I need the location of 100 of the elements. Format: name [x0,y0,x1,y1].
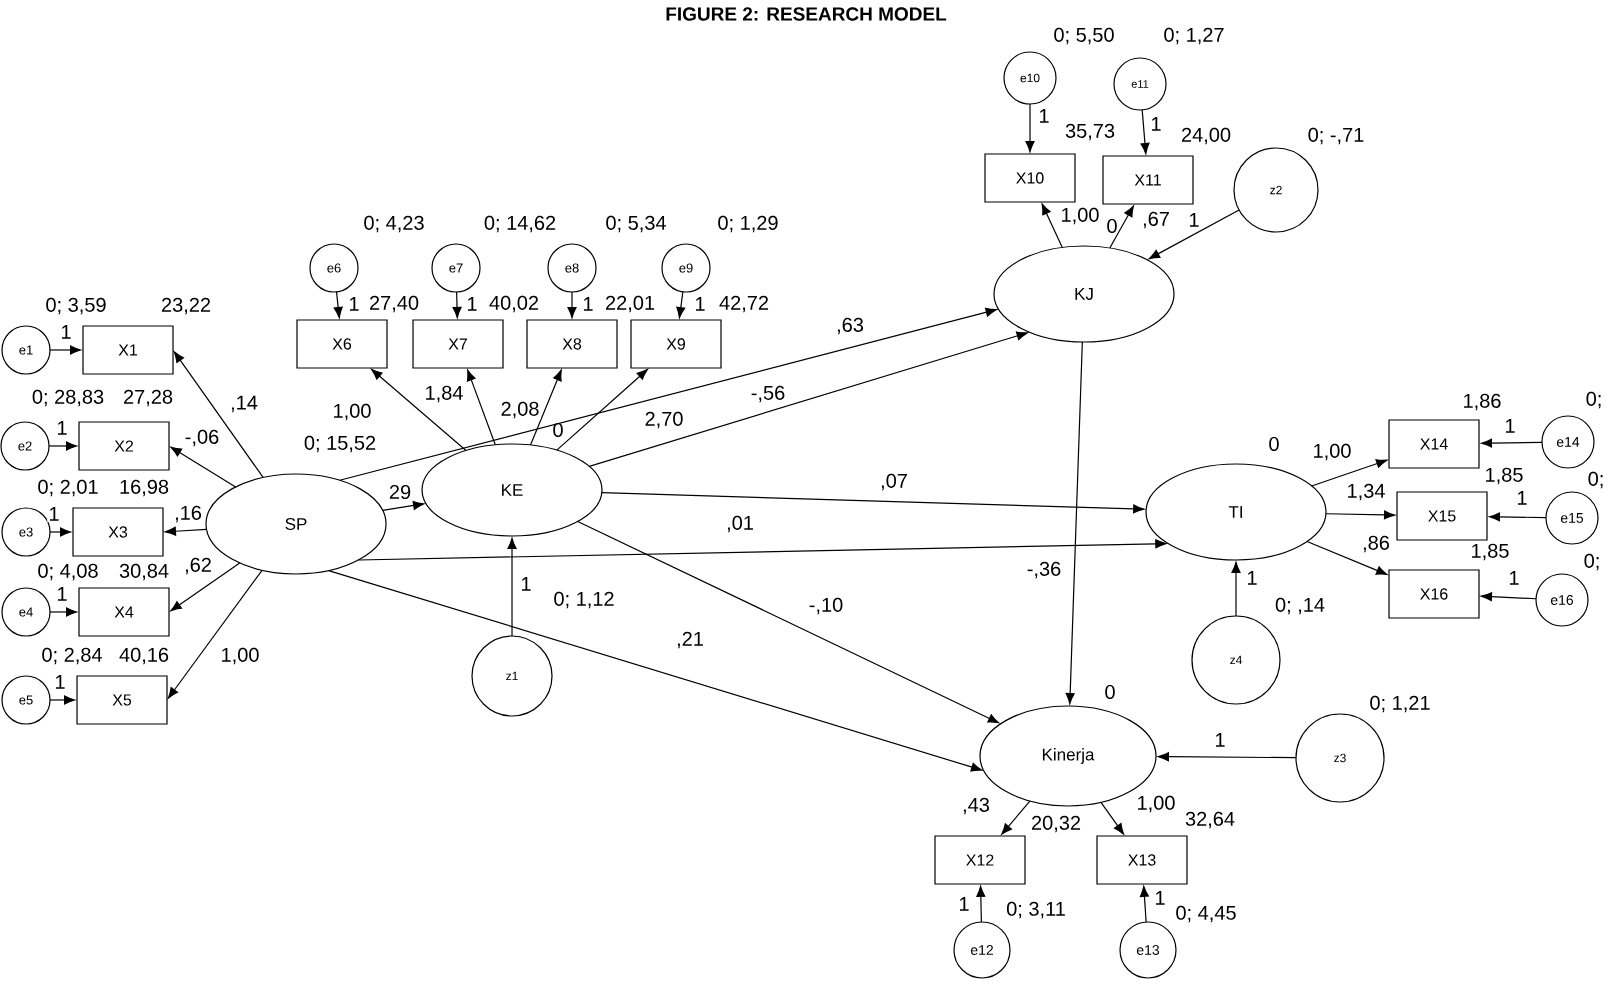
arrow [333,291,343,319]
arrow [507,537,517,637]
value-label: 1,85 [1486,467,1523,485]
value-label: 1,85 [1472,543,1509,561]
value-label: 0; 1,27 [1164,27,1224,45]
value-label: 23,22 [162,297,211,315]
value-label: 0; 14,62 [484,215,556,233]
edge-label: ,07 [878,472,910,492]
arrow [676,291,686,319]
indicator-box: X16 [1388,569,1480,619]
edge-label: 2,08 [499,400,541,420]
value-label: 32,64 [1185,811,1235,829]
edge-label: 1 [55,419,69,437]
arrow [1480,438,1543,448]
indicator-box: X5 [76,675,168,725]
edge-label: ,63 [834,316,866,336]
edge-label: -,56 [749,384,787,404]
edge-label: 1 [53,673,67,691]
arrow [577,520,1000,724]
value-label: 0; [1588,471,1603,489]
arrow [1306,540,1388,576]
value-label: 40,16 [119,647,169,665]
edge-label: 1,00 [331,402,373,422]
indicator-box: X13 [1096,835,1188,885]
arrow [49,527,72,537]
value-label: 0; 1,12 [554,591,614,609]
indicator-box: X10 [984,153,1076,203]
value-label: 0; [1584,553,1599,571]
arrow [1025,103,1035,153]
edge-label: 1 [1503,417,1517,435]
arrow [1109,205,1134,249]
arrow [167,569,263,699]
value-label: 0; 28,83 [32,389,104,407]
arrow [49,345,82,355]
arrow [1139,885,1149,923]
indicator-box: X1 [82,325,174,375]
edge-label: 1,00 [219,646,261,666]
edge-label: ,14 [228,394,260,414]
arrow [556,369,648,451]
edge-label: -,10 [807,596,845,616]
indicator-box: X4 [78,587,170,637]
edge-label: 1 [47,505,61,523]
edge-label: 29 [387,483,413,501]
indicator-box: X7 [412,319,504,369]
arrow [1311,459,1388,487]
value-label: 40,02 [489,295,539,313]
value-label: 0 [1269,436,1279,452]
edge-label: 1 [347,295,361,313]
value-label: 0; 4,23 [364,215,424,233]
arrow [1325,510,1396,520]
value-label: 27,28 [124,389,173,407]
edge-label: 2,70 [643,410,685,430]
indicator-box: X3 [72,507,164,557]
indicator-box: X2 [78,421,170,471]
value-label: 0; 3,59 [46,297,106,315]
edge-label: -,36 [1025,560,1063,580]
arrow [48,441,78,451]
edge-label: 1,34 [1345,482,1387,502]
edge-label: 1 [59,323,73,341]
arrow [1480,592,1537,602]
arrow [173,351,264,479]
arrow [1140,109,1150,155]
arrow [49,607,78,617]
edge-label: 1 [693,295,707,313]
edge-label: 1 [1149,115,1163,133]
edge-label: ,01 [724,514,756,534]
edge-label: ,21 [674,630,706,650]
edge-label: 1 [1037,107,1051,125]
arrow [466,369,496,446]
title: FIGURE 2: RESEARCH MODEL [666,7,947,21]
edge-label: ,86 [1360,534,1392,554]
arrow [529,369,562,446]
edge-label: 1,00 [1311,442,1353,462]
arrow [452,291,462,319]
value-label: 0; -,71 [1308,127,1364,145]
value-label: 0; 4,08 [38,563,98,581]
value-label: 20,32 [1032,815,1081,833]
arrow [328,570,983,772]
value-label: 0; 1,21 [1370,695,1430,713]
edge-label: ,67 [1140,210,1172,230]
edge-label: ,16 [172,504,204,524]
value-label: 0; 1,29 [718,215,778,233]
arrow [1148,209,1240,260]
edge-label: 1,00 [1059,206,1101,226]
edge-label: 1 [1245,569,1259,587]
arrow [588,331,1028,468]
value-label: 0; 5,50 [1054,27,1114,45]
value-label: 22,01 [606,295,655,313]
edge-label: 1,84 [423,384,465,404]
value-label: 0 [1105,684,1115,700]
indicator-box: X14 [1388,419,1480,469]
value-label: 0; 2,01 [38,479,98,497]
value-label: 0; 5,34 [606,215,666,233]
edge-label: -,06 [183,428,221,448]
value-label: 0; 15,52 [304,435,376,453]
value-label: 0; 4,45 [1176,905,1236,923]
value-label: 24,00 [1182,127,1231,145]
value-label: 16,98 [120,479,169,497]
value-label: 30,84 [119,563,169,581]
arrow [49,695,76,705]
